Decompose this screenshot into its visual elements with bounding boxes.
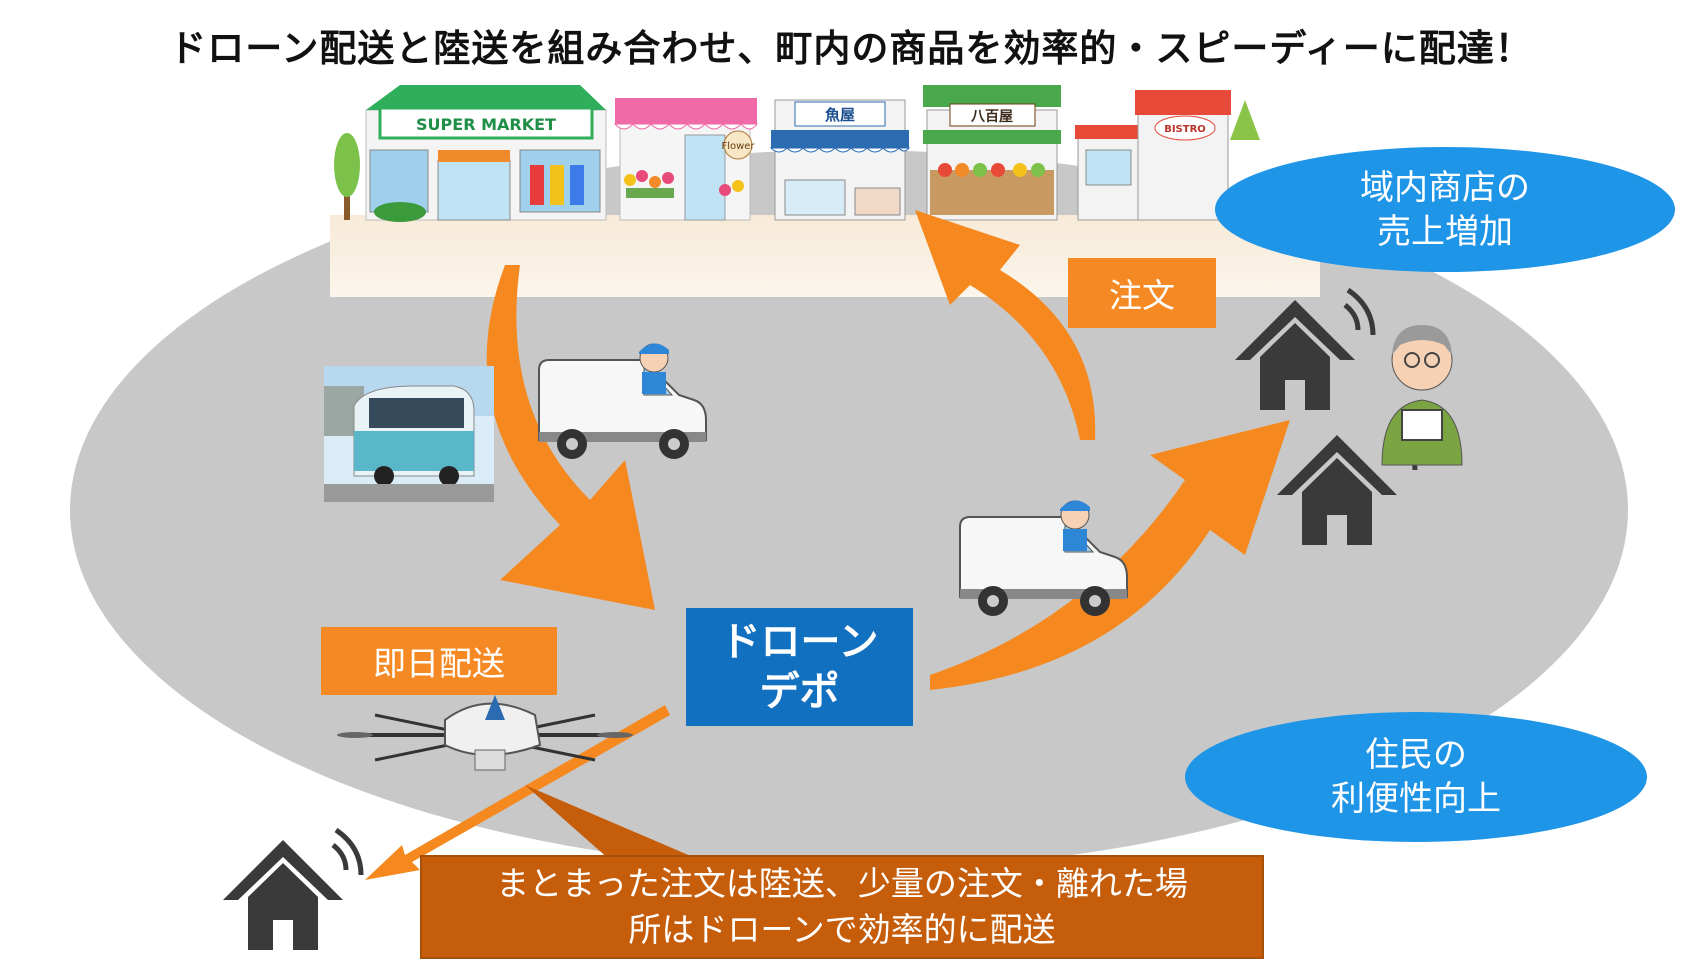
fish-shop-icon: 魚屋 (769, 99, 911, 221)
callout-line2: 所はドローンで効率的に配送 (628, 910, 1056, 949)
sales-increase-bubble: 域内商店の 売上増加 (1215, 147, 1675, 272)
bistro-sign: BISTRO (1164, 124, 1206, 135)
house-icon-3 (223, 827, 364, 950)
same-day-delivery-label: 即日配送 (321, 627, 557, 695)
sales-bubble-line1: 域内商店の (1360, 167, 1530, 208)
fish-shop-sign: 魚屋 (825, 106, 855, 124)
order-label: 注文 (1068, 258, 1216, 328)
delivery-van-icon (538, 343, 707, 459)
residents-bubble-line1: 住民の (1365, 735, 1467, 775)
drone-depot: ドローン デポ (686, 608, 913, 726)
autonomous-bus-image (324, 366, 494, 502)
greengrocer-icon: 八百屋 (923, 85, 1061, 221)
page-title: ドローン配送と陸送を組み合わせ、町内の商品を効率的・スピーディーに配達！ (169, 27, 1533, 70)
arrow-shops-to-depot (486, 265, 655, 610)
supermarket-sign: SUPER MARKET (416, 115, 556, 134)
depot-line2: デポ (759, 669, 840, 715)
flower-shop-icon: Flower (613, 98, 758, 221)
drone-icon (337, 695, 633, 771)
residents-bubble-line2: 利便性向上 (1331, 779, 1501, 819)
delivery-callout: まとまった注文は陸送、少量の注文・離れた場 所はドローンで効率的に配送 (420, 855, 1264, 959)
resident-convenience-bubble: 住民の 利便性向上 (1185, 712, 1647, 842)
callout-line1: まとまった注文は陸送、少量の注文・離れた場 (496, 864, 1188, 903)
arrow-drone-delivery (365, 705, 670, 880)
arrow-depot-to-homes (930, 420, 1290, 690)
bistro-icon: BISTRO (1075, 90, 1260, 221)
tree-icon (334, 133, 360, 220)
callout-pointer (525, 785, 700, 860)
shops-illustration: SUPER MARKET Flower 魚屋 八百屋 (334, 85, 1260, 222)
supermarket-icon: SUPER MARKET (365, 85, 607, 222)
delivery-van-icon-2 (959, 500, 1128, 616)
resident-icon (1381, 325, 1463, 466)
greengrocer-sign: 八百屋 (970, 109, 1013, 125)
sales-bubble-line2: 売上増加 (1377, 211, 1513, 252)
arrow-order-to-shops (915, 210, 1096, 440)
depot-line1: ドローン (720, 619, 879, 665)
flower-sign: Flower (721, 141, 755, 152)
house-icon-1 (1235, 287, 1376, 410)
